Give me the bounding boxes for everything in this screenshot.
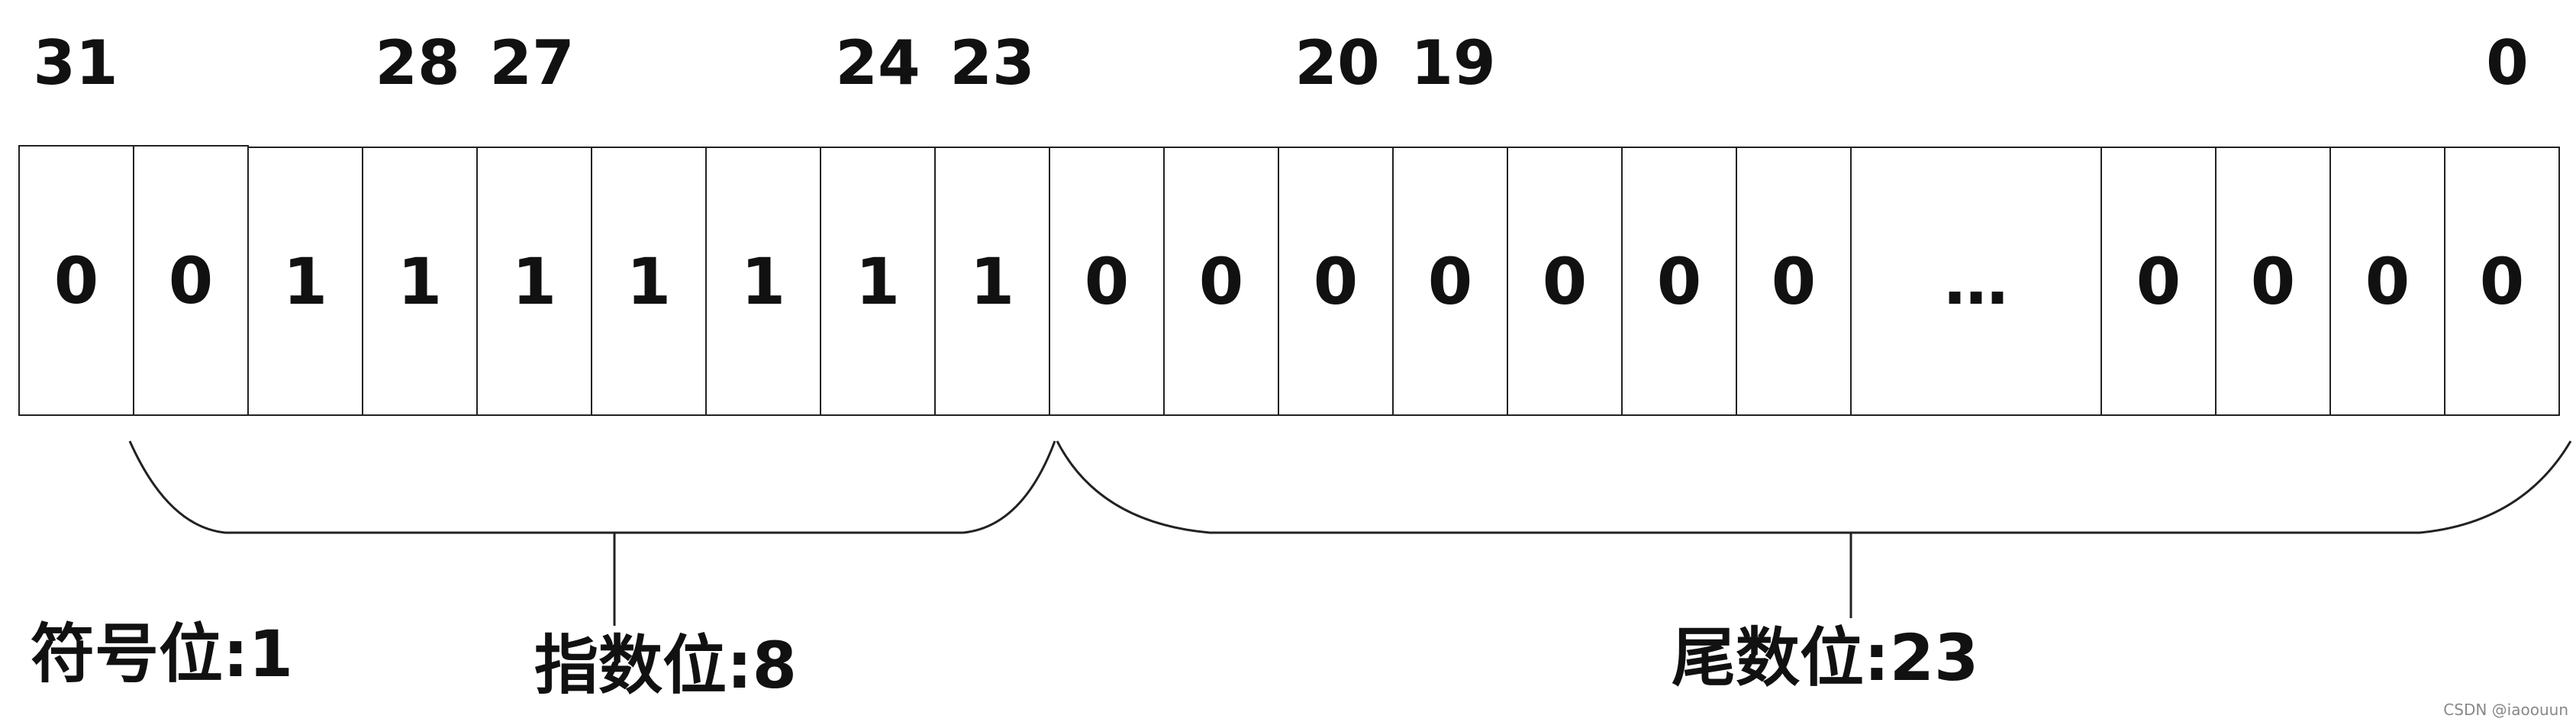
bit-cell: 0 <box>2329 147 2445 416</box>
bit-cell: 0 <box>1049 147 1165 416</box>
bit-cell: 0 <box>1163 147 1279 416</box>
bit-cell: 1 <box>934 147 1050 416</box>
bit-position-label: 19 <box>1411 27 1496 98</box>
bit-cell: 1 <box>476 147 592 416</box>
bit-cell: 0 <box>1392 147 1508 416</box>
bit-cell: 0 <box>1278 147 1394 416</box>
bit-position-label: 31 <box>33 27 118 98</box>
bit-cell: 0 <box>2444 147 2560 416</box>
bit-cell: 0 <box>1736 147 1852 416</box>
exponent-bits-label: 指数位:8 <box>534 628 798 703</box>
sign-bit-label: 符号位:1 <box>31 617 294 691</box>
bit-cell-ellipsis: … <box>1850 147 2102 416</box>
bit-position-label: 27 <box>489 27 575 98</box>
mantissa-brace <box>1056 440 2572 534</box>
bit-cell: 0 <box>2215 147 2331 416</box>
watermark: CSDN @iaoouun <box>2443 701 2568 719</box>
bit-cell: 0 <box>2100 147 2217 416</box>
bit-cell: 0 <box>133 145 249 416</box>
exponent-brace <box>128 440 1056 534</box>
bit-position-label: 0 <box>2486 27 2529 98</box>
bit-position-label: 28 <box>375 27 460 98</box>
bit-cell: 0 <box>1621 147 1737 416</box>
bit-cell: 0 <box>18 145 134 416</box>
bit-cell: 0 <box>1507 147 1623 416</box>
bit-position-label: 20 <box>1294 27 1380 98</box>
bit-cell: 1 <box>820 147 936 416</box>
mantissa-bits-label: 尾数位:23 <box>1672 620 1979 695</box>
bit-position-label: 24 <box>835 27 920 98</box>
bit-cell: 1 <box>705 147 821 416</box>
bit-cell: 1 <box>247 147 363 416</box>
bit-position-label: 23 <box>949 27 1035 98</box>
